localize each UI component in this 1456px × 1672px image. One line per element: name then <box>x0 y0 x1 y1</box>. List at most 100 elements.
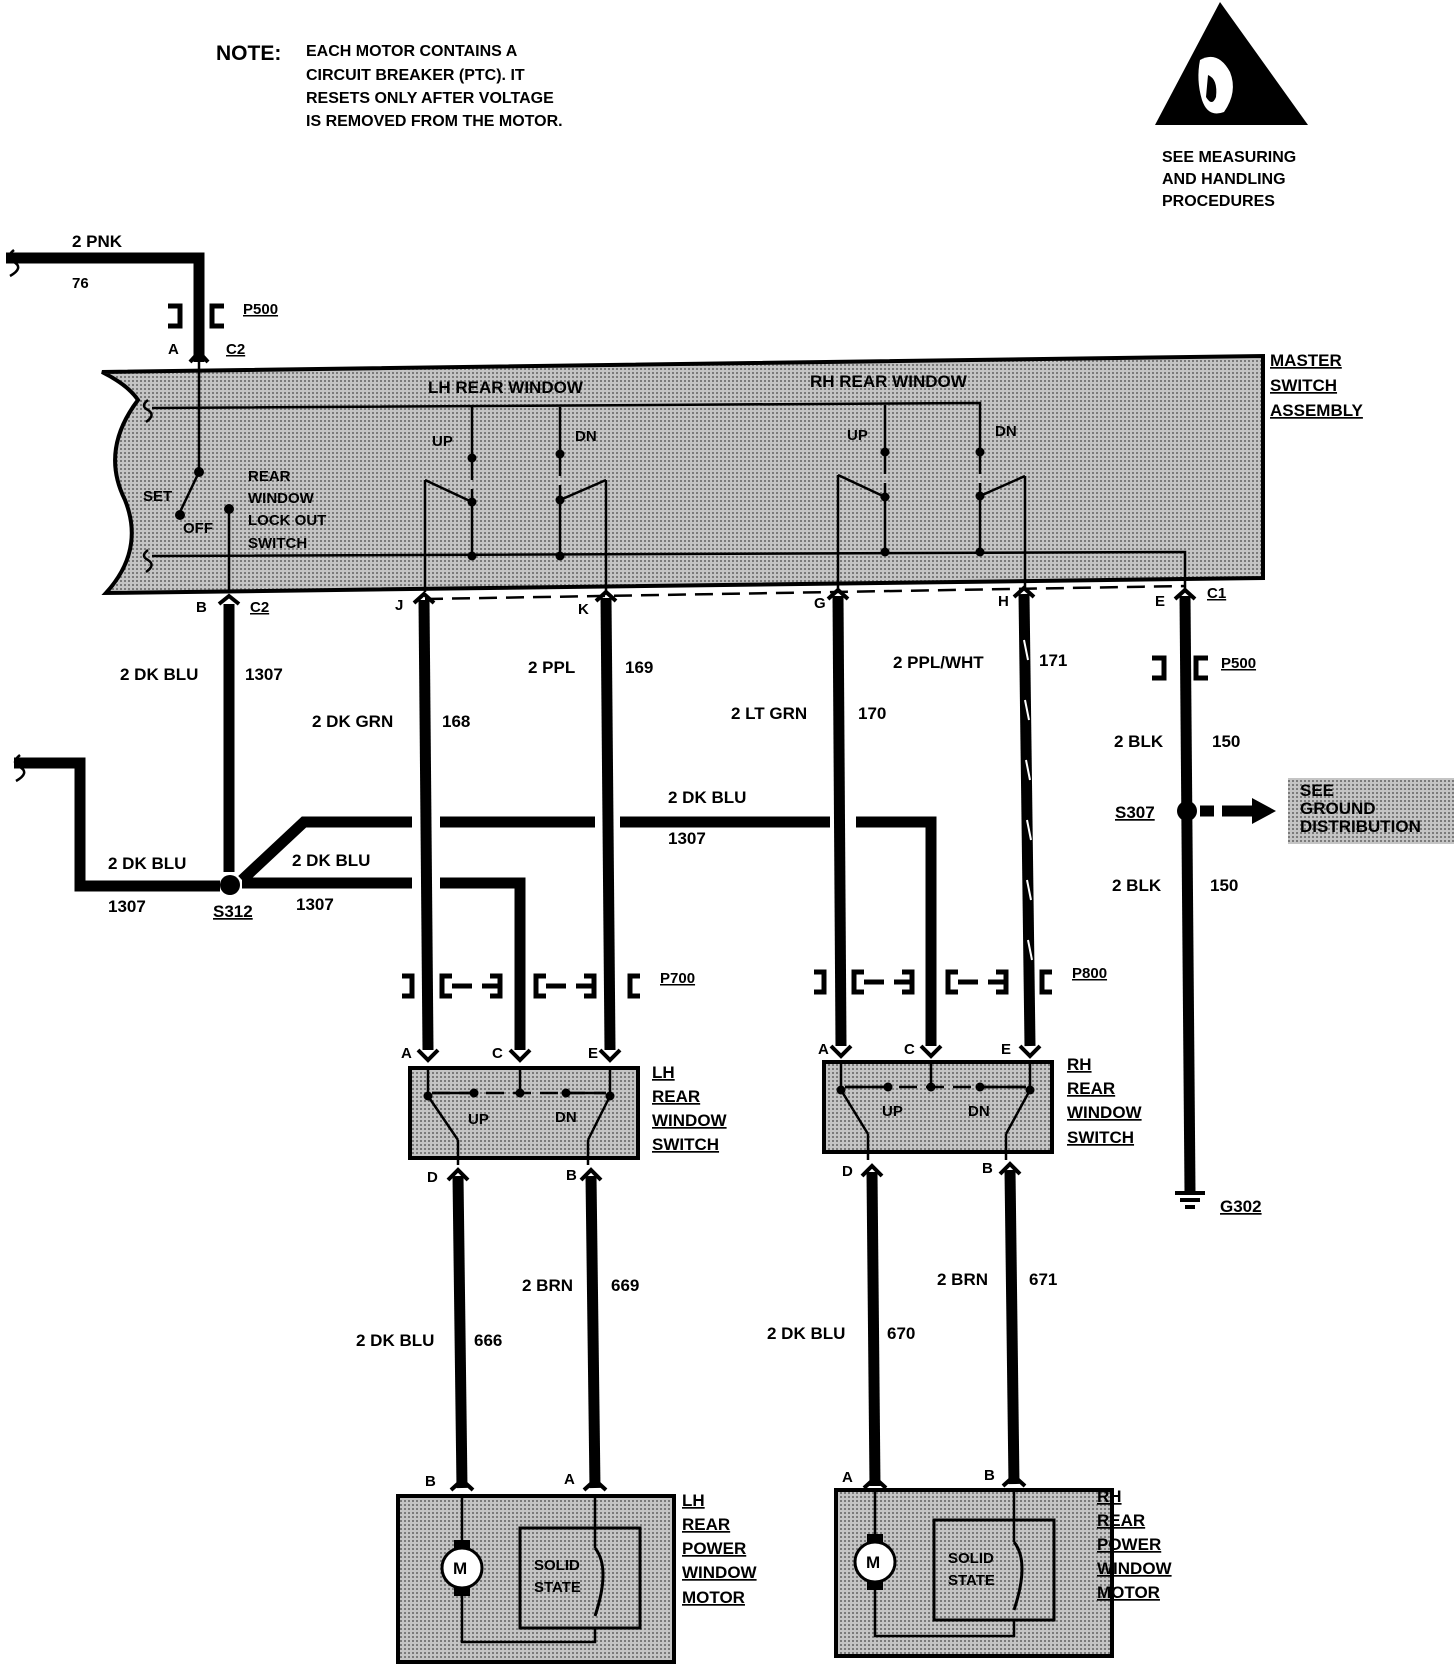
rh-rear-window-title: RH REAR WINDOW <box>810 372 968 391</box>
p800-connector: P800 <box>814 965 1107 995</box>
lh-motor-name-2: REAR <box>682 1515 730 1534</box>
lockout-line-3: LOCK OUT <box>248 512 326 529</box>
rh-solid-line-2: STATE <box>948 1572 995 1589</box>
s312-right-circuit: 1307 <box>296 895 334 914</box>
lockout-line-2: WINDOW <box>248 490 315 507</box>
rh-motor-name-1: RH <box>1097 1487 1122 1506</box>
lh-sw-pin-a: A <box>401 1045 412 1062</box>
p500-top-label: P500 <box>243 301 278 318</box>
esd-line-1: SEE MEASURING <box>1162 149 1296 166</box>
wire-671: 2 BRN 671 <box>937 1161 1057 1485</box>
lh-sw-up: UP <box>468 1111 489 1128</box>
ground-symbol-icon <box>1175 1191 1205 1209</box>
wire-1307-to-lh-switch <box>242 877 526 1050</box>
dkblu-1307-color: 2 DK BLU <box>120 665 198 684</box>
esd-warning-icon <box>1155 2 1308 125</box>
pnk-feed: 2 PNK 76 P500 A C2 <box>6 232 278 364</box>
s312-label: S312 <box>213 902 253 921</box>
c2-bottom-label: C2 <box>250 599 269 616</box>
lh-sw-pin-d: D <box>427 1169 438 1186</box>
pin-j: J <box>395 597 403 614</box>
rh-motor-name-2: REAR <box>1097 1511 1145 1530</box>
rh-sw-dn: DN <box>968 1103 990 1120</box>
lh-motor-pin-b: B <box>425 1473 436 1490</box>
wire-150-color-b: 2 BLK <box>1112 876 1162 895</box>
esd-line-3: PROCEDURES <box>1162 193 1275 210</box>
lh-motor-icon <box>440 1546 484 1590</box>
s312-splice: S312 2 DK BLU 1307 <box>213 851 370 921</box>
wire-669-color: 2 BRN <box>522 1276 573 1295</box>
s312-right-color: 2 DK BLU <box>292 851 370 870</box>
off-label: OFF <box>183 520 213 537</box>
wire-dkblu-1307-vertical: 2 DK BLU 1307 <box>120 593 283 872</box>
wire-169: 2 PPL 169 <box>528 589 653 1051</box>
wire-150-color-a: 2 BLK <box>1114 732 1164 751</box>
ground-ref-line-3: DISTRIBUTION <box>1300 817 1421 836</box>
wire-170: 2 LT GRN 170 <box>731 587 886 1047</box>
note-line-2: CIRCUIT BREAKER (PTC). IT <box>306 67 525 84</box>
lh-sw-name-1: LH <box>652 1063 675 1082</box>
esd-line-2: AND HANDLING <box>1162 171 1286 188</box>
wire-171: 2 PPL/WHT 171 <box>893 585 1067 1047</box>
lh-motor-m: M <box>453 1559 467 1578</box>
left-feed-circuit: 1307 <box>108 897 146 916</box>
rh-rear-window-switch: A C E UP DN RH REAR WINDOW SWITCH D B <box>818 1041 1143 1180</box>
rh-motor-name-4: WINDOW <box>1097 1559 1173 1578</box>
rh-sw-name-3: WINDOW <box>1067 1103 1143 1122</box>
p500-ground-label: P500 <box>1221 655 1256 672</box>
rh-sw-name-4: SWITCH <box>1067 1128 1134 1147</box>
master-name-3: ASSEMBLY <box>1270 401 1364 420</box>
pnk-circuit-label: 76 <box>72 275 89 292</box>
note-block: NOTE: EACH MOTOR CONTAINS A CIRCUIT BREA… <box>216 42 563 130</box>
note-line-1: EACH MOTOR CONTAINS A <box>306 43 518 60</box>
wire-666: 2 DK BLU 666 <box>356 1167 502 1489</box>
wire-168-circuit: 168 <box>442 712 470 731</box>
esd-warning: SEE MEASURING AND HANDLING PROCEDURES <box>1155 2 1308 210</box>
lh-sw-name-2: REAR <box>652 1087 700 1106</box>
g302-label: G302 <box>1220 1197 1262 1216</box>
pin-g: G <box>814 595 826 612</box>
wire-170-color: 2 LT GRN <box>731 704 807 723</box>
lh-motor-name-5: MOTOR <box>682 1588 745 1607</box>
wire-150: P500 2 BLK 150 2 BLK 150 <box>1112 587 1256 1193</box>
lh-solid-line-2: STATE <box>534 1579 581 1596</box>
c1-label: C1 <box>1207 585 1226 602</box>
wire-670: 2 DK BLU 670 <box>767 1163 915 1487</box>
lh-motor-name-1: LH <box>682 1491 705 1510</box>
pin-a-top: A <box>168 341 179 358</box>
dkblu-1307-circuit: 1307 <box>245 665 283 684</box>
lh-motor-name-3: POWER <box>682 1539 746 1558</box>
long-1307-color: 2 DK BLU <box>668 788 746 807</box>
lh-sw-pin-c: C <box>492 1045 503 1062</box>
wire-671-circuit: 671 <box>1029 1270 1057 1289</box>
wire-left-feed-1307: 2 DK BLU 1307 <box>13 754 220 916</box>
set-label: SET <box>143 488 172 505</box>
master-switch-assembly: MASTER SWITCH ASSEMBLY LH REAR WINDOW RH… <box>101 351 1364 601</box>
rh-power-window-motor: A B M SOLID STATE RH REAR POWER WINDOW M… <box>834 1467 1173 1658</box>
rh-motor-name-5: MOTOR <box>1097 1583 1160 1602</box>
pin-e-c1: E <box>1155 593 1165 610</box>
master-name-2: SWITCH <box>1270 376 1337 395</box>
rh-motor-pin-b: B <box>984 1467 995 1484</box>
wire-171-color: 2 PPL/WHT <box>893 653 984 672</box>
rh-solid-line-1: SOLID <box>948 1550 994 1567</box>
p800-label: P800 <box>1072 965 1107 982</box>
wire-671-color: 2 BRN <box>937 1270 988 1289</box>
lh-rear-window-title: LH REAR WINDOW <box>428 378 584 397</box>
rh-motor-pin-a: A <box>842 1469 853 1486</box>
wire-150-circuit-b: 150 <box>1210 876 1238 895</box>
lh-power-window-motor: B A M SOLID STATE LH REAR POWER WINDOW M… <box>396 1471 758 1664</box>
p700-label: P700 <box>660 970 695 987</box>
lh-sw-pin-b: B <box>566 1167 577 1184</box>
lh-motor-name-4: WINDOW <box>682 1563 758 1582</box>
pin-k: K <box>578 601 589 618</box>
note-label: NOTE: <box>216 42 281 65</box>
lockout-line-4: SWITCH <box>248 535 307 552</box>
rh-up-label: UP <box>847 427 868 444</box>
s307-splice: S307 SEE GROUND DISTRIBUTION <box>1115 778 1454 844</box>
rh-motor-name-3: POWER <box>1097 1535 1161 1554</box>
lh-sw-name-3: WINDOW <box>652 1111 728 1130</box>
wire-168: 2 DK GRN 168 <box>312 591 470 1051</box>
wire-169-circuit: 169 <box>625 658 653 677</box>
